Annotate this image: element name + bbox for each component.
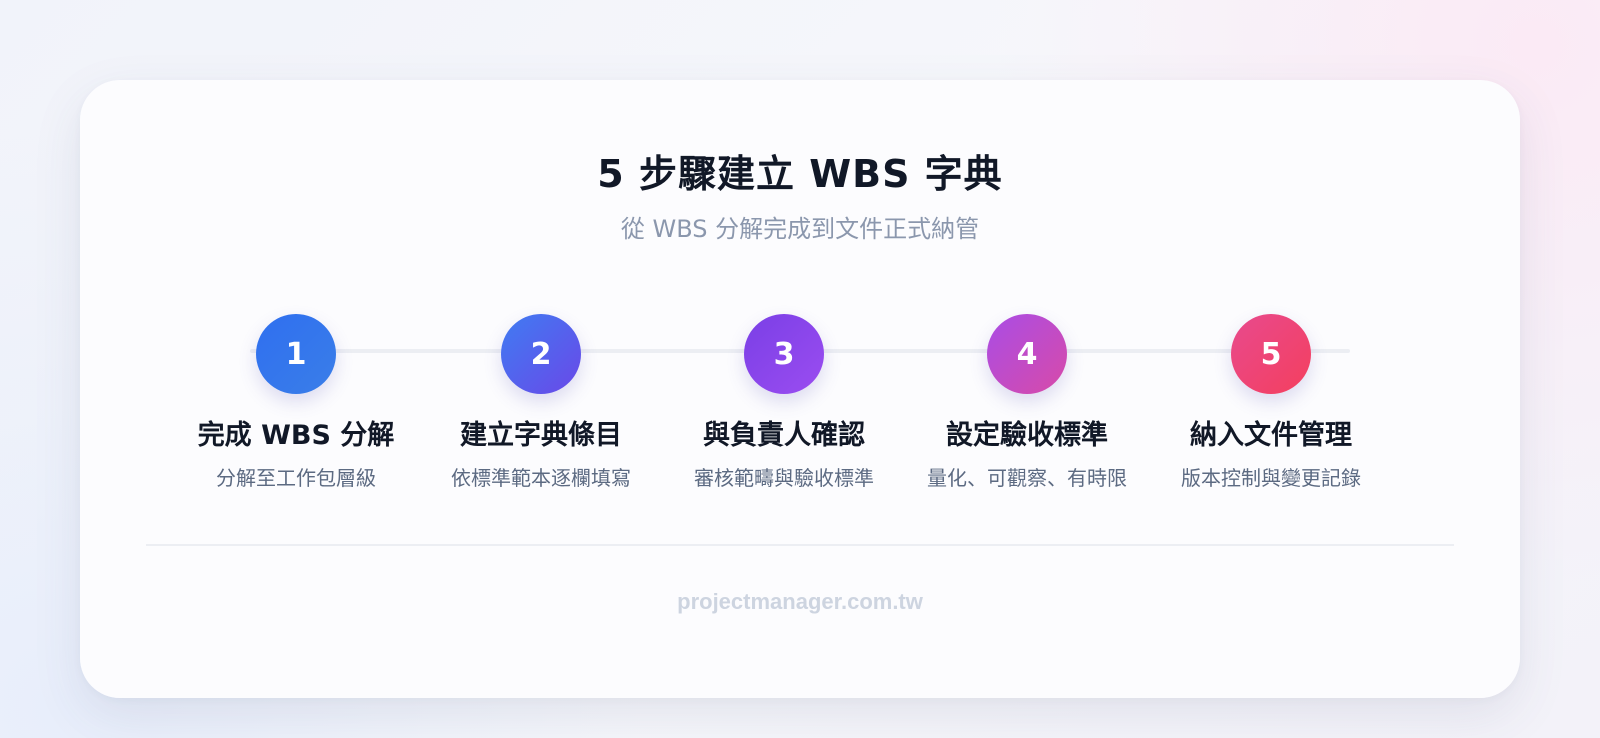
step-5: 5 納入文件管理 版本控制與變更記錄 [1161,314,1381,492]
step-2: 2 建立字典條目 依標準範本逐欄填寫 [431,314,651,492]
step-3-description: 審核範疇與驗收標準 [694,466,874,490]
page-subtitle: 從 WBS 分解完成到文件正式納管 [620,215,980,243]
step-1-number-badge: 1 [256,314,336,394]
step-4-description: 量化、可觀察、有時限 [927,466,1127,490]
step-1-title: 完成 WBS 分解 [197,420,395,451]
site-url[interactable]: projectmanager.com.tw [677,589,923,614]
step-5-number-badge: 5 [1231,314,1311,394]
step-5-title: 納入文件管理 [1190,420,1352,451]
step-1-description: 分解至工作包層級 [216,466,376,490]
step-1: 1 完成 WBS 分解 分解至工作包層級 [186,314,406,492]
step-4: 4 設定驗收標準 量化、可觀察、有時限 [917,314,1137,492]
step-2-title: 建立字典條目 [460,420,622,451]
step-3-number-badge: 3 [744,314,824,394]
page-title: 5 步驟建立 WBS 字典 [597,152,1003,196]
step-5-description: 版本控制與變更記錄 [1181,466,1361,490]
step-3-title: 與負責人確認 [703,420,865,451]
process-card: 5 步驟建立 WBS 字典 從 WBS 分解完成到文件正式納管 1 完成 WBS… [80,80,1520,698]
step-3: 3 與負責人確認 審核範疇與驗收標準 [674,314,894,492]
step-4-title: 設定驗收標準 [946,420,1108,451]
step-2-number-badge: 2 [501,314,581,394]
footer-divider [146,544,1454,546]
step-2-description: 依標準範本逐欄填寫 [451,466,631,490]
step-4-number-badge: 4 [987,314,1067,394]
